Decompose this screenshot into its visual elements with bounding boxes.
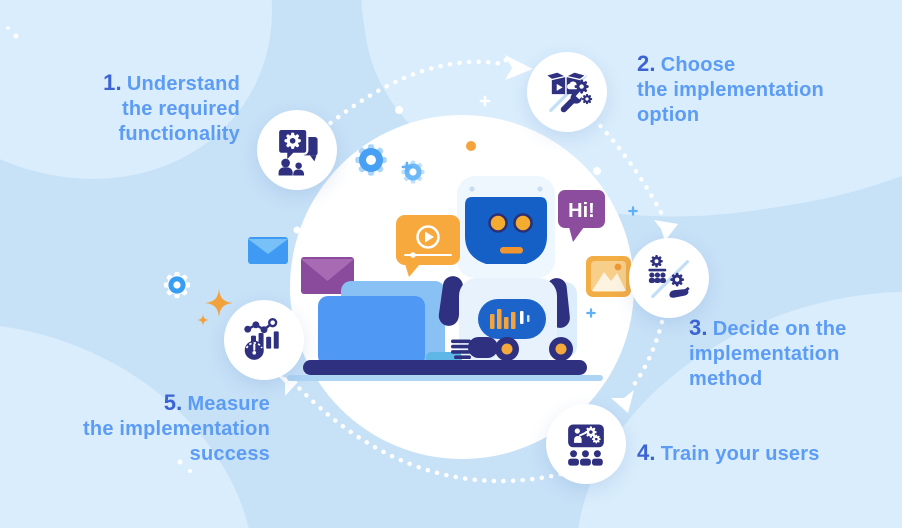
step-line: 3.Decide on the	[689, 315, 847, 340]
connector-step4-step5	[296, 385, 573, 484]
step-line: the implementation	[637, 79, 824, 101]
robot-eye-right	[513, 213, 533, 233]
video-play-bubble-icon	[396, 215, 460, 277]
step-1-badge	[257, 110, 337, 190]
robot-gripper-hand	[451, 337, 498, 359]
step-number: 3.	[689, 315, 708, 340]
hi-bubble-text: Hi!	[568, 200, 595, 222]
robot-arm-left	[438, 276, 463, 326]
connector-step1-step2	[320, 59, 505, 132]
robot-eye-left	[488, 213, 508, 233]
trainer-presentation-audience-icon	[568, 424, 604, 466]
step-line: functionality	[118, 123, 240, 145]
connector-step3-step4	[630, 319, 665, 389]
robot-face-screen	[465, 197, 547, 264]
software-box-wrench-gears-icon	[544, 71, 593, 113]
step-5-badge	[224, 300, 304, 380]
chest-bar-chart-icon	[490, 309, 530, 329]
step-line: the required	[122, 98, 240, 120]
step-5-label: 5.Measure the implementation success	[66, 390, 270, 467]
step-number: 5.	[163, 390, 183, 415]
robot-mouth	[500, 247, 523, 254]
step-4-badge	[546, 404, 626, 484]
robot-illustration	[438, 176, 577, 362]
robot-wheels	[495, 337, 573, 361]
step-2-badge	[527, 52, 607, 132]
step-line: 4.Train your users	[637, 440, 820, 465]
image-photo-icon	[586, 256, 631, 297]
sparkle-icon	[6, 26, 638, 473]
head-screw	[537, 186, 543, 192]
step-3-label: 3.Decide on the implementation method	[689, 315, 889, 392]
arrow-icon	[276, 55, 678, 413]
team-gear-hand-icon	[648, 254, 690, 299]
step-number: 4.	[637, 440, 656, 465]
step-line: success	[189, 443, 270, 465]
step-line: the implementation	[83, 418, 270, 440]
chat-bubbles-gear-people-icon	[276, 127, 318, 176]
step-2-label: 2.Choose the implementation option	[637, 51, 872, 128]
step-line: 1.Understand	[103, 70, 240, 95]
step-1-label: 1.Understand the required functionality	[58, 70, 240, 147]
analytics-gauge-chart-icon	[244, 318, 279, 360]
step-line: option	[637, 104, 700, 126]
step-line: implementation	[689, 343, 840, 365]
step-line: 5.Measure	[163, 390, 270, 415]
mail-envelope-purple-icon	[301, 257, 354, 294]
hi-speech-bubble: Hi!	[558, 190, 605, 242]
step-number: 1.	[103, 70, 122, 95]
step-line: method	[689, 368, 763, 390]
desk-bar	[303, 360, 587, 375]
connector-step2-step3	[591, 116, 666, 219]
step-line: 2.Choose	[637, 51, 736, 76]
step-3-badge	[629, 238, 709, 318]
desk-shadow	[287, 375, 603, 381]
dotted-connector-path	[296, 59, 666, 484]
step-number: 2.	[637, 51, 656, 76]
step-4-label: 4.Train your users	[637, 440, 887, 467]
head-screw	[469, 186, 475, 192]
mail-envelope-blue-icon	[248, 237, 288, 264]
